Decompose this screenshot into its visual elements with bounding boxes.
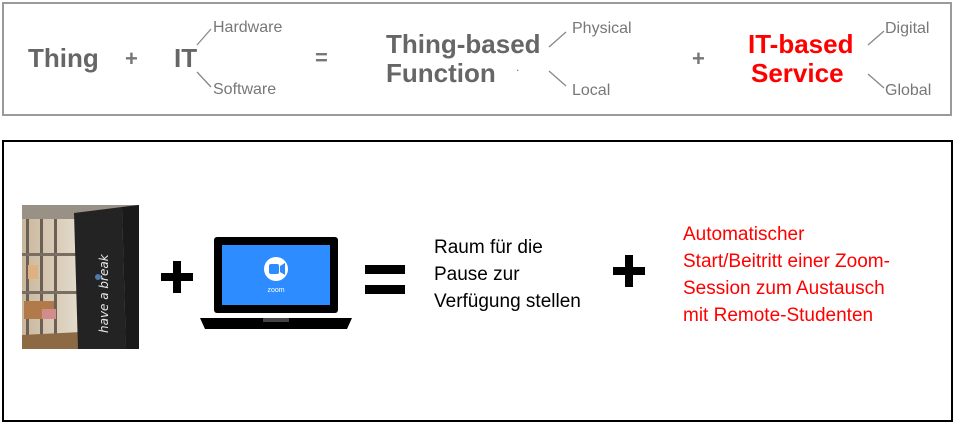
- plus-icon-2: [613, 255, 645, 287]
- plus-operator-2: +: [692, 46, 705, 71]
- it-software-line: [196, 71, 212, 88]
- service-line: mit Remote-Studenten: [683, 305, 874, 326]
- thing-label: Thing: [28, 43, 99, 73]
- it-hardware-line: [196, 28, 212, 46]
- equals-operator: =: [315, 45, 328, 70]
- local-label: Local: [572, 82, 611, 99]
- plus-operator-1: +: [125, 46, 138, 71]
- equals-icon: [365, 265, 405, 297]
- plus-icon-1: [161, 261, 193, 293]
- service-digital-line: [867, 30, 885, 46]
- function-physical-line: [548, 31, 567, 48]
- function-dot: .: [516, 60, 520, 74]
- formula-panel: [2, 2, 952, 116]
- hardware-label: Hardware: [213, 19, 283, 36]
- digital-label: Digital: [885, 20, 930, 37]
- service-line: Session zum Austausch: [683, 278, 885, 299]
- branch-lines: [196, 28, 885, 89]
- function-description: Raum für die Pause zur Verfügung stellen: [434, 234, 581, 315]
- function-line: Verfügung stellen: [434, 291, 581, 312]
- service-label-line1: IT-based: [748, 29, 854, 59]
- software-label: Software: [213, 81, 277, 98]
- it-label: IT: [174, 43, 198, 73]
- function-label-line1: Thing-based: [386, 29, 541, 59]
- zoom-label: zoom: [267, 287, 284, 294]
- photo-caption: have a break: [97, 253, 111, 333]
- laptop-zoom-icon: zoom: [200, 237, 352, 334]
- service-line: Automatischer: [683, 224, 805, 245]
- example-panel: have a break zoom Raum für die Pause zur…: [2, 140, 953, 422]
- service-line: Start/Beitritt einer Zoom-: [683, 251, 890, 272]
- function-label-line2: Function: [386, 58, 496, 88]
- function-line: Pause zur: [434, 264, 520, 285]
- physical-label: Physical: [572, 20, 632, 37]
- service-label-line2: Service: [751, 58, 844, 88]
- function-local-line: [548, 70, 567, 87]
- function-line: Raum für die: [434, 237, 543, 258]
- service-global-line: [867, 73, 885, 89]
- service-description: Automatischer Start/Beitritt einer Zoom-…: [683, 221, 890, 329]
- global-label: Global: [885, 82, 932, 99]
- break-room-photo: have a break: [22, 205, 139, 349]
